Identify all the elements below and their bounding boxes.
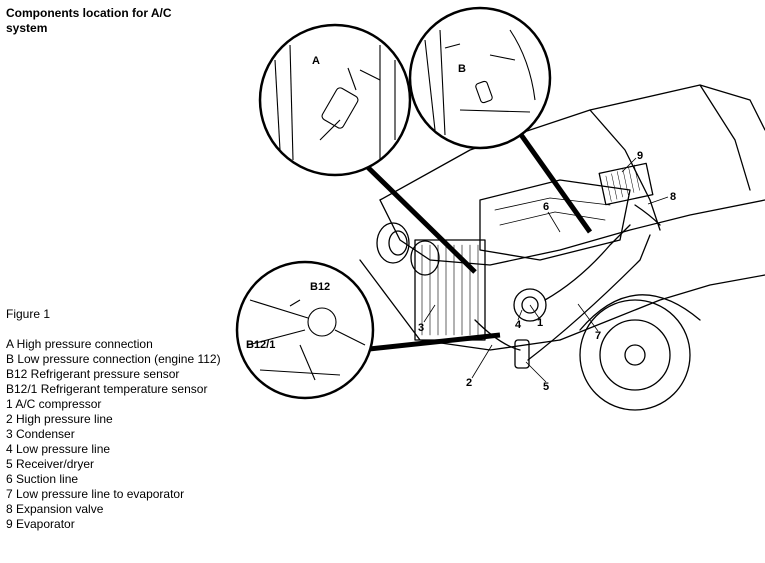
evaporator-fins [605,164,640,202]
callout-a: A [312,55,320,67]
callout-2: 2 [466,377,472,389]
detail-circle-a: A [258,23,412,177]
leader-6 [547,211,561,233]
side-sill [559,274,765,341]
legend-item-9: 9 Evaporator [6,517,75,531]
headlight-left-outer [376,222,410,264]
legend-item-2: 2 High pressure line [6,412,113,426]
legend-item-a: A High pressure connection [6,337,153,351]
legend-item-5: 5 Receiver/dryer [6,457,95,471]
receiver-dryer [514,339,530,369]
leader-7 [577,303,599,332]
headlight-left-inner [388,230,408,256]
legend-item-3: 3 Condenser [6,427,75,441]
headlight-left2 [410,240,440,276]
callout-3: 3 [418,322,424,334]
legend-item-b: B Low pressure connection (engine 112) [6,352,221,366]
leader-2 [471,344,493,379]
pointer-line-b12 [359,332,501,353]
condenser-fins [421,244,479,336]
callout-b12-1: B12/1 [246,339,275,351]
legend-item-7: 7 Low pressure line to evaporator [6,487,185,501]
detail-circle-b: B [408,6,552,150]
leader-4 [517,309,523,321]
page-title: Components location for A/C system [6,6,172,35]
front-wheel-tire [579,299,691,411]
leader-5 [525,361,547,383]
leader-1 [529,304,540,319]
callout-6: 6 [543,201,549,213]
legend-item-b12: B12 Refrigerant pressure sensor [6,367,180,381]
evaporator-box [598,162,654,206]
suction-line [544,224,631,301]
condenser-body [414,239,486,341]
pointer-line-b [509,120,593,234]
wheel-arch [579,294,701,331]
leader-3 [423,304,436,323]
callout-5: 5 [543,381,549,393]
low-pressure-line-evaporator [527,234,651,361]
leader-9 [621,157,637,173]
hood-edge [379,84,765,201]
ac-components-illustration: A B [230,0,765,563]
legend-item-b12-1: B12/1 Refrigerant temperature sensor [6,382,208,396]
figure-label: Figure 1 [6,307,51,321]
high-pressure-line [474,319,521,351]
callout-4: 4 [515,319,522,331]
engine-detail-1 [494,197,611,211]
ac-compressor-pulley [521,296,539,314]
callout-1: 1 [537,317,543,329]
car-line-drawing: A B [235,6,765,411]
legend-item-4: 4 Low pressure line [6,442,111,456]
expansion-valve-pipe [634,204,661,226]
callout-b12: B12 [310,281,330,293]
ac-compressor [513,288,547,322]
callout-8: 8 [670,191,676,203]
windshield-pillar [699,84,751,191]
engine-detail-2 [499,211,606,226]
callout-b: B [458,63,466,75]
callout-7: 7 [595,330,601,342]
legend-item-6: 6 Suction line [6,472,79,486]
numeric-callouts: 1 2 3 4 5 6 7 8 9 [418,150,676,393]
legend-item-8: 8 Expansion valve [6,502,104,516]
detail-circle-b12: B12 B12/1 [235,260,375,400]
callout-9: 9 [637,150,643,162]
front-wheel-hub [624,344,646,366]
front-wheel-rim [599,319,671,391]
legend-item-1: 1 A/C compressor [6,397,102,411]
fender-line [589,109,661,231]
leader-8 [647,196,669,205]
engine-cover [479,179,631,261]
component-legend: A High pressure connection B Low pressur… [6,337,234,532]
